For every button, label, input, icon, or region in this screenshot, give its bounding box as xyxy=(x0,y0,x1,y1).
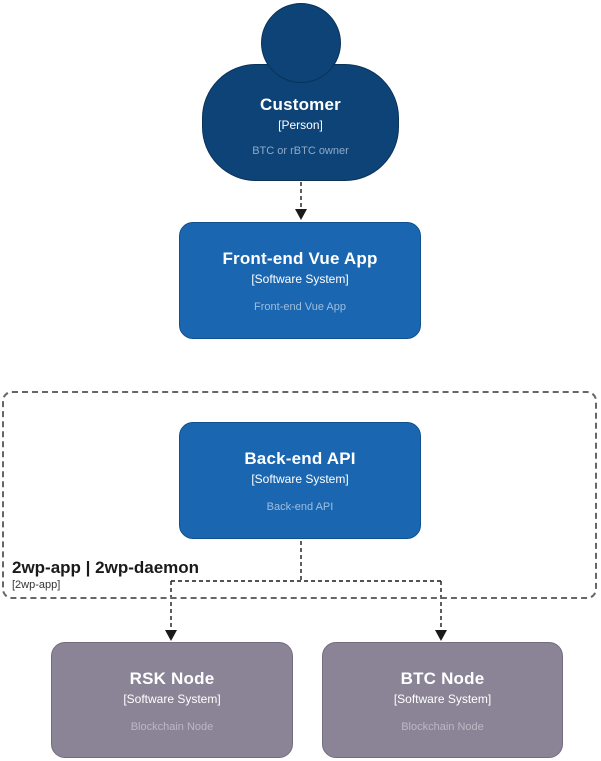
backend-title: Back-end API xyxy=(244,449,356,468)
frontend-title: Front-end Vue App xyxy=(222,249,378,268)
btc-description: Blockchain Node xyxy=(401,721,484,733)
node-frontend-vue-app: Front-end Vue App [Software System] Fron… xyxy=(179,222,421,339)
customer-meta: [Person] xyxy=(278,118,323,132)
node-btc: BTC Node [Software System] Blockchain No… xyxy=(322,642,563,758)
btc-meta: [Software System] xyxy=(393,692,492,706)
rsk-title: RSK Node xyxy=(129,669,215,688)
boundary-meta: [2wp-app] xyxy=(12,579,61,592)
customer-title: Customer xyxy=(260,95,341,114)
person-head-icon xyxy=(261,3,341,83)
rsk-description: Blockchain Node xyxy=(130,721,214,733)
btc-title: BTC Node xyxy=(400,669,485,688)
boundary-title: 2wp-app | 2wp-daemon xyxy=(12,557,200,577)
arrow-customer-to-frontend xyxy=(295,182,307,220)
backend-meta: [Software System] xyxy=(251,472,349,486)
frontend-meta: [Software System] xyxy=(251,272,349,286)
node-rsk: RSK Node [Software System] Blockchain No… xyxy=(51,642,293,758)
backend-description: Back-end API xyxy=(266,501,334,513)
frontend-description: Front-end Vue App xyxy=(254,301,346,313)
boundary-label: 2wp-app | 2wp-daemon [2wp-app] xyxy=(12,558,199,592)
rsk-meta: [Software System] xyxy=(123,692,221,706)
boundary-2wp-app: 2wp-app | 2wp-daemon [2wp-app] xyxy=(2,391,597,599)
node-backend-api: Back-end API [Software System] Back-end … xyxy=(179,422,421,539)
customer-description: BTC or rBTC owner xyxy=(252,145,349,157)
